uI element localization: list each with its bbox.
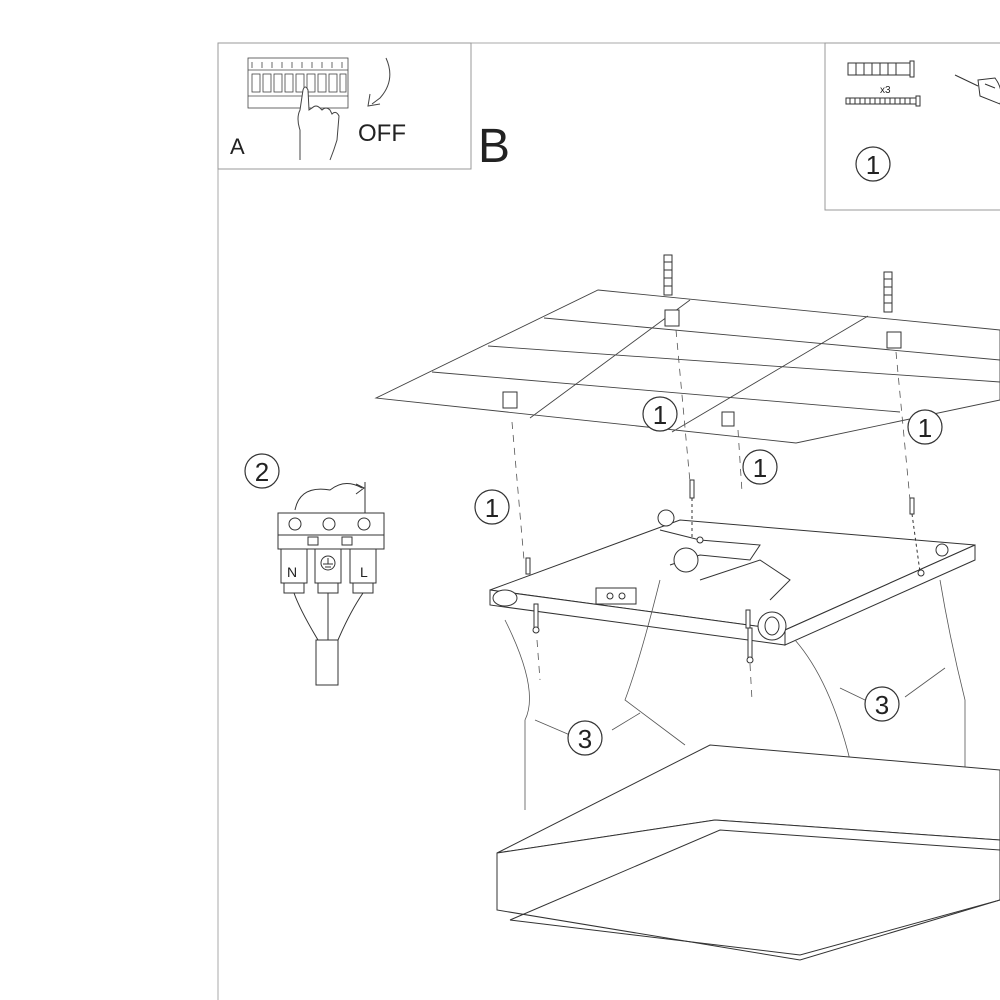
svg-text:2: 2	[255, 457, 269, 487]
mounting-plate	[489, 509, 976, 646]
earth-symbol-icon	[320, 555, 336, 571]
svg-text:1: 1	[866, 150, 880, 180]
breaker-panel-icon	[247, 57, 349, 109]
svg-text:1: 1	[918, 413, 932, 443]
screw-icon	[845, 95, 921, 107]
off-arrow-icon	[367, 57, 391, 107]
step-b-label: B	[478, 120, 510, 173]
callout-screw-center: 1	[742, 449, 778, 485]
guide-lines	[511, 329, 911, 701]
callout-wiring: 2	[244, 453, 280, 489]
wall-plug-top-right	[883, 271, 893, 313]
drill-icon	[954, 74, 1000, 105]
plate-screws	[525, 479, 925, 664]
off-label: OFF	[358, 120, 406, 147]
svg-text:1: 1	[653, 400, 667, 430]
ceiling-plane	[374, 289, 1000, 444]
ceiling-holes	[502, 309, 902, 427]
svg-text:3: 3	[875, 690, 889, 720]
step-a-panel: A OFF	[217, 42, 472, 170]
callout-screw-left: 1	[474, 489, 510, 525]
svg-text:1: 1	[753, 453, 767, 483]
quantity-label: x3	[880, 85, 891, 96]
callout-ceiling-center: 1	[642, 396, 678, 432]
parts-callout: 1	[855, 146, 891, 182]
terminal-block-icon	[277, 482, 385, 686]
lamp-housing	[496, 744, 1000, 961]
step-a-label: A	[230, 134, 245, 159]
callout-wire-right: 3	[864, 686, 900, 722]
parts-panel: x3 1	[824, 42, 1000, 211]
hand-icon	[297, 86, 340, 161]
callout-wire-left: 3	[567, 720, 603, 756]
terminal-label-l: L	[360, 564, 368, 580]
wall-plug-top-left	[663, 254, 673, 296]
svg-text:1: 1	[485, 493, 499, 523]
svg-text:3: 3	[578, 724, 592, 754]
wire-lines	[504, 579, 966, 810]
terminal-label-n: N	[287, 564, 297, 580]
wall-plug-icon	[847, 60, 915, 78]
callout-ceiling-right: 1	[907, 409, 943, 445]
